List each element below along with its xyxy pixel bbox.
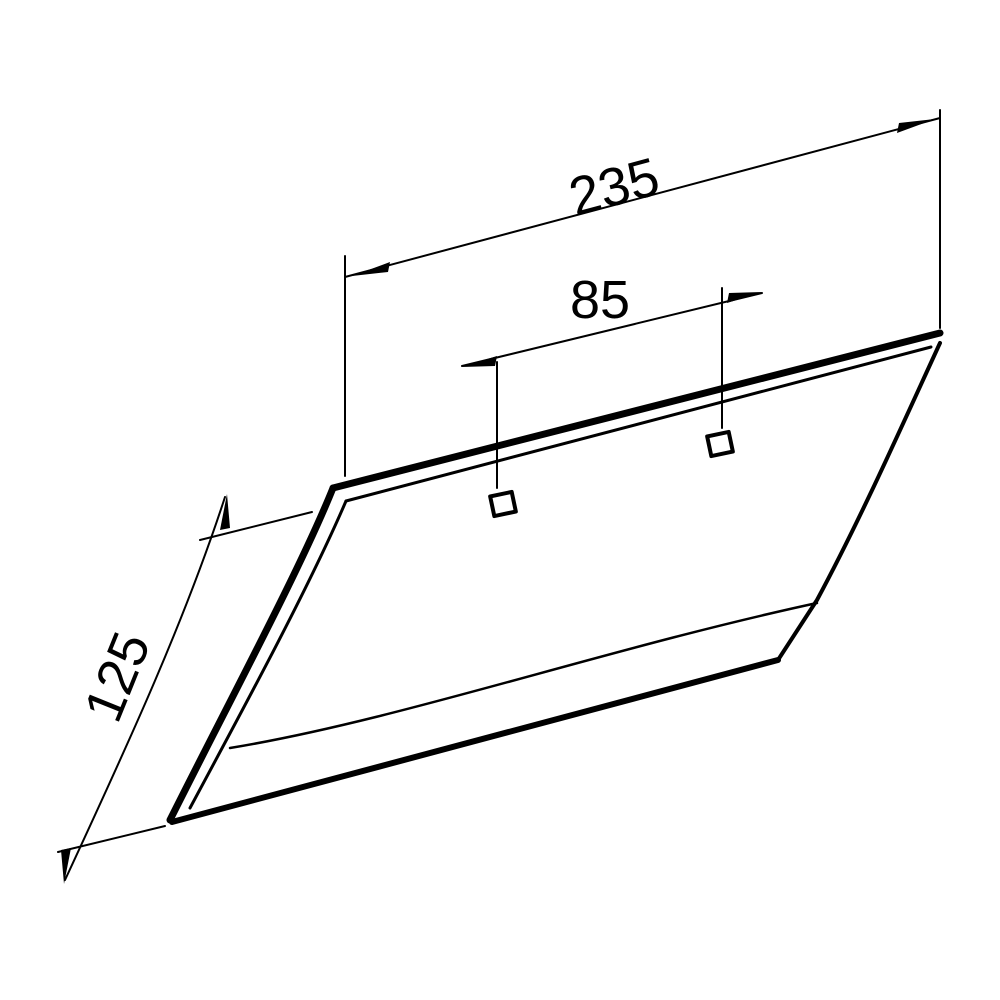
extension-line-bottom [57, 825, 166, 853]
extension-line-top [199, 511, 313, 541]
plate-left-edge-inner [188, 499, 348, 810]
dimension-line-235 [344, 117, 941, 278]
plate-bevel-line [228, 601, 819, 750]
dimension-label-85: 85 [570, 270, 630, 330]
bolt-holes [488, 429, 735, 519]
plate-left-edge [166, 484, 337, 824]
arrowhead-85-left [462, 356, 497, 367]
dimension-125: 125 [57, 494, 313, 884]
bolt-hole-right [705, 429, 735, 459]
dimension-235: 235 [344, 109, 941, 477]
dimension-line-125 [64, 496, 226, 881]
arrowhead-125-top [220, 494, 230, 530]
arrowhead-235-left [352, 262, 390, 276]
plate-bottom-edge [169, 657, 781, 825]
dimension-line-85 [461, 292, 763, 367]
arrowhead-125-bottom [61, 848, 71, 884]
arrowhead-235-right [897, 119, 935, 133]
dimension-label-235: 235 [563, 146, 666, 227]
dimension-85: 85 [461, 270, 763, 489]
bolt-hole-left [488, 489, 518, 519]
plate-right-edge [776, 341, 942, 662]
arrowhead-85-right [727, 292, 762, 303]
plate [166, 329, 944, 825]
plate-top-edge [329, 329, 944, 492]
plate-top-edge-inner [344, 345, 933, 503]
dimension-label-125: 125 [73, 624, 162, 730]
